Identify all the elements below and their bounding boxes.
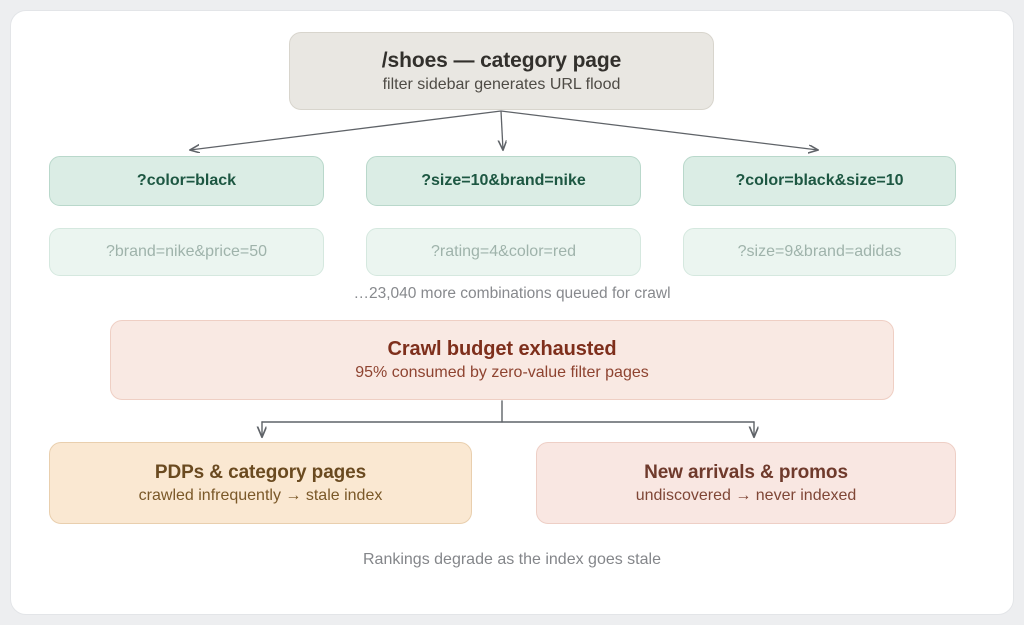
- node-root-subtitle: filter sidebar generates URL flood: [382, 75, 621, 93]
- node-new-arrivals-subtitle: undiscovered → never indexed: [635, 486, 857, 504]
- combinations-queued-note: …23,040 more combinations queued for cra…: [353, 285, 671, 302]
- node-pdps-subtitle: crawled infrequently → stale index: [138, 486, 383, 504]
- node-new-arrivals-title: New arrivals & promos: [644, 461, 848, 483]
- node-pdps-title: PDPs & category pages: [154, 461, 367, 483]
- node-root-category-page[interactable]: /shoes — category page filter sidebar ge…: [289, 32, 714, 110]
- node-crawl-title: Crawl budget exhausted: [387, 338, 617, 360]
- root-fanout-arrows: [190, 110, 818, 150]
- filter-chip-color-size[interactable]: ?color=black&size=10: [683, 156, 956, 206]
- node-root-title: /shoes — category page: [381, 48, 622, 72]
- node-crawl-budget-exhausted[interactable]: Crawl budget exhausted 95% consumed by z…: [110, 320, 894, 400]
- crawl-split-arrows: [262, 400, 754, 437]
- node-new-arrivals-promos[interactable]: New arrivals & promos undiscovered → nev…: [536, 442, 956, 524]
- filter-chip-rating-color[interactable]: ?rating=4&color=red: [366, 228, 641, 276]
- filter-chip-brand-price[interactable]: ?brand=nike&price=50: [49, 228, 324, 276]
- node-crawl-subtitle: 95% consumed by zero-value filter pages: [355, 364, 649, 381]
- filter-chip-color-black[interactable]: ?color=black: [49, 156, 324, 206]
- filter-chip-size-brand[interactable]: ?size=10&brand=nike: [366, 156, 641, 206]
- footer-note: Rankings degrade as the index goes stale: [363, 551, 661, 568]
- node-pdps-category-pages[interactable]: PDPs & category pages crawled infrequent…: [49, 442, 472, 524]
- filter-chip-size-adidas[interactable]: ?size=9&brand=adidas: [683, 228, 956, 276]
